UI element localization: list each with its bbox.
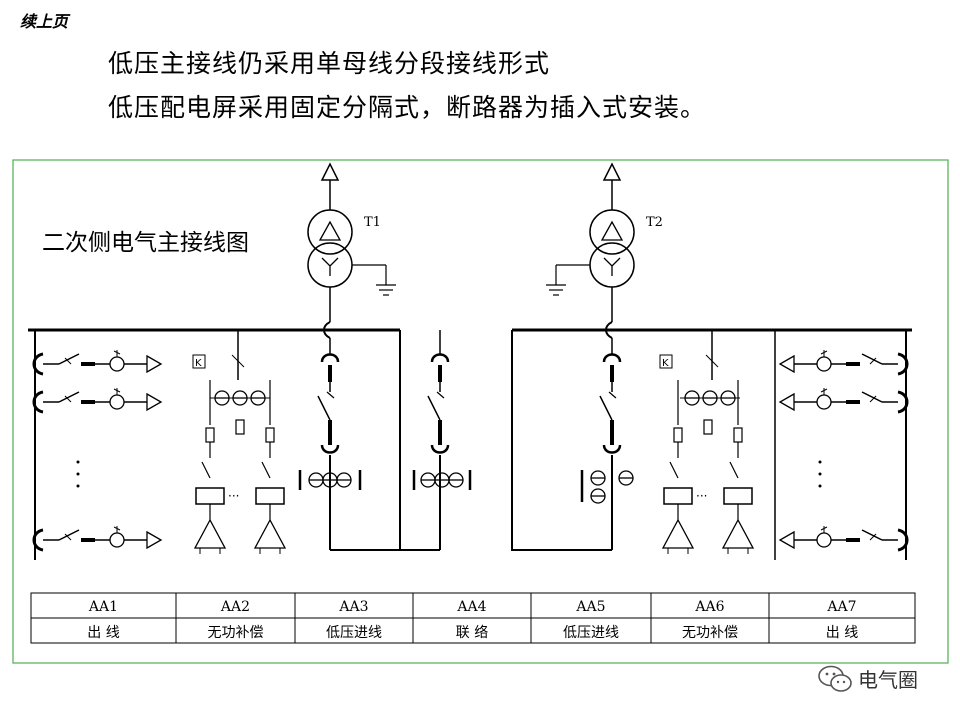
transformer-t2: T2	[546, 162, 663, 339]
incomer-aa5	[580, 338, 634, 550]
capacitor-bank-aa2: K ···	[192, 345, 286, 555]
feeders-aa7	[778, 348, 909, 552]
headline-1: 低压主接线仍采用单母线分段接线形式	[108, 49, 551, 78]
diagram-frame	[12, 159, 949, 664]
feeders-aa1	[32, 348, 163, 552]
panel-code: AA4	[456, 599, 486, 615]
panel-code: AA1	[88, 599, 118, 615]
panel-code: AA3	[338, 599, 368, 615]
wechat-icon	[818, 665, 852, 692]
panel-name: 出 线	[826, 625, 858, 641]
incomer-aa3	[298, 338, 362, 550]
watermark-text: 电气圈	[858, 668, 918, 692]
panel-name: 无功补偿	[682, 625, 738, 641]
watermark: 电气圈	[818, 664, 918, 693]
panel-name: 低压进线	[326, 625, 382, 641]
panel-name: 出 线	[87, 625, 119, 641]
capacitor-bank-aa6: K ···	[659, 345, 754, 555]
panel-code: AA2	[220, 599, 250, 615]
t1-label: T1	[364, 215, 381, 230]
k-label-right: K	[662, 358, 669, 369]
headline-2: 低压配电屏采用固定分隔式，断路器为插入式安装。	[108, 93, 707, 122]
continuation-label: 续上页	[20, 12, 69, 31]
diagram-title: 二次侧电气主接线图	[42, 230, 249, 256]
panel-name: 联 络	[456, 625, 488, 641]
panel-code: AA7	[826, 599, 856, 615]
dots-right: ···	[696, 489, 707, 503]
panel-name: 低压进线	[563, 625, 619, 641]
transformer-t1: T1	[307, 162, 396, 339]
k-label-left: K	[195, 358, 202, 369]
dots-left: ···	[228, 489, 239, 503]
panel-code: AA5	[575, 599, 605, 615]
tie-aa4	[400, 330, 472, 551]
panel-name: 无功补偿	[208, 625, 264, 641]
panel-code: AA6	[694, 599, 724, 615]
t2-label: T2	[646, 215, 663, 230]
panel-table: AA1 出 线 AA2 无功补偿 AA3 低压进线 AA4 联 络 AA5 低压进线 AA6 无功补偿…	[30, 592, 916, 644]
